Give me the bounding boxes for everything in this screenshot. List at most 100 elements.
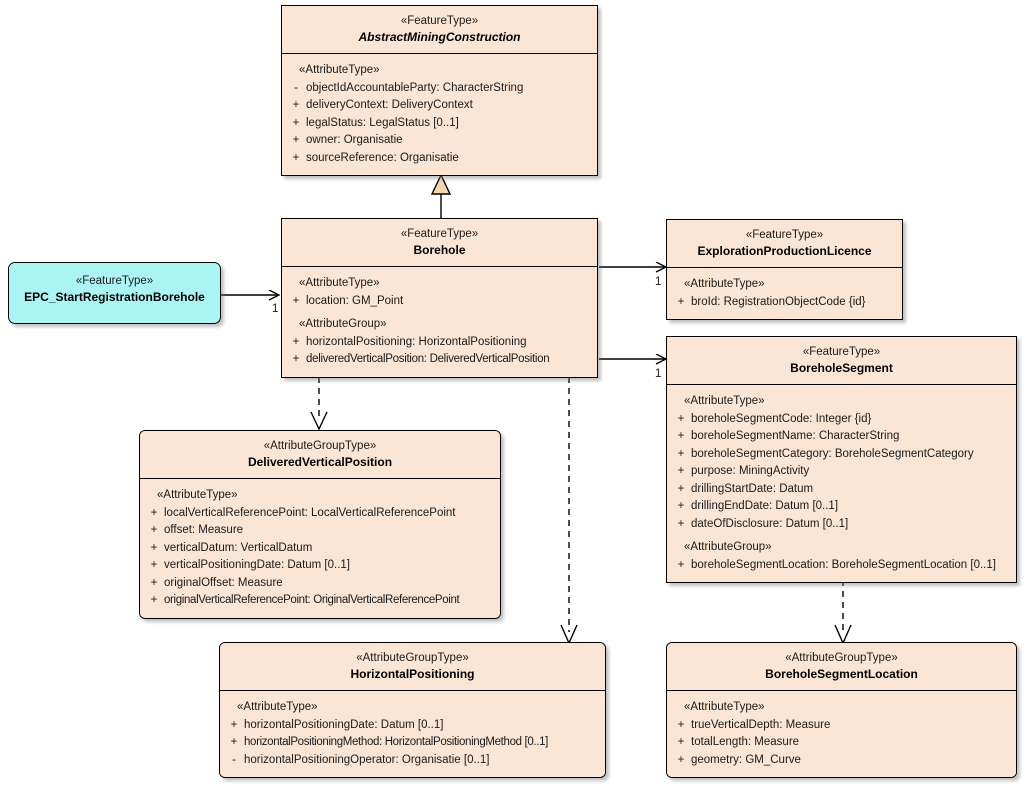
class-body-borehole: «AttributeType» + location: GM_Point «At… — [282, 267, 597, 377]
class-title: HorizontalPositioning — [350, 667, 475, 681]
attribute-row: + horizontalPositioningMethod: Horizonta… — [224, 734, 601, 752]
edge-dependency-borehole-to-deliveredverticalposition — [310, 377, 328, 431]
visibility-marker: + — [677, 430, 685, 442]
multiplicity-borehole-to-licence: 1 — [655, 276, 662, 288]
attribute-label: geometry: GM_Curve — [691, 753, 801, 766]
visibility-marker: + — [292, 294, 300, 307]
attribute-label: broId: RegistrationObjectCode {id} — [691, 295, 866, 308]
edge-dependency-segment-to-segmentlocation — [834, 580, 852, 645]
class-epc-startregistrationborehole[interactable]: «FeatureType» EPC_StartRegistrationBoreh… — [8, 262, 221, 324]
class-header-borehole: «FeatureType» Borehole — [282, 219, 597, 266]
class-body-deliveredverticalposition: «AttributeType» + localVerticalReference… — [140, 479, 500, 618]
visibility-marker: + — [677, 465, 685, 477]
attribute-row: - horizontalPositioningOperator: Organis… — [224, 752, 601, 770]
attribute-row: + localVerticalReferencePoint: LocalVert… — [144, 505, 496, 523]
class-borehole[interactable]: «FeatureType» Borehole «AttributeType» +… — [281, 218, 598, 378]
class-boreholesegmentlocation[interactable]: «AttributeGroupType» BoreholeSegmentLoca… — [666, 642, 1017, 778]
visibility-marker: + — [677, 295, 685, 308]
multiplicity-epc-to-borehole: 1 — [272, 303, 279, 315]
attribute-label: totalLength: Measure — [691, 736, 800, 748]
attribute-label: boreholeSegmentLocation: BoreholeSegment… — [691, 558, 996, 571]
attribute-label: boreholeSegmentName: CharacterString — [691, 430, 900, 442]
visibility-marker: + — [677, 718, 685, 731]
attribute-row: + drillingStartDate: Datum — [671, 481, 1012, 499]
class-boreholesegment[interactable]: «FeatureType» BoreholeSegment «Attribute… — [666, 336, 1017, 583]
class-header-explorationproductionlicence: «FeatureType» ExplorationProductionLicen… — [667, 220, 902, 267]
attribute-label: boreholeSegmentCode: Integer {id} — [691, 412, 872, 425]
visibility-marker: + — [677, 517, 685, 530]
class-divider — [667, 384, 1016, 385]
attribute-row: - objectIdAccountableParty: CharacterStr… — [286, 80, 593, 98]
attribute-row: + deliveryContext: DeliveryContext — [286, 97, 593, 115]
visibility-marker: + — [292, 134, 300, 146]
attribute-label: drillingEndDate: Datum [0..1] — [691, 500, 839, 512]
attribute-label: horizontalPositioningDate: Datum [0..1] — [244, 718, 444, 731]
attribute-label: owner: Organisatie — [306, 134, 403, 146]
visibility-marker: - — [294, 81, 298, 94]
visibility-marker: + — [292, 99, 300, 111]
class-stereotype: «FeatureType» — [75, 275, 154, 287]
attribute-row: + boreholeSegmentLocation: BoreholeSegme… — [671, 557, 1012, 575]
attribute-group-label: «AttributeType» — [237, 701, 318, 713]
class-explorationproductionlicence[interactable]: «FeatureType» ExplorationProductionLicen… — [666, 219, 903, 320]
class-horizontalpositioning[interactable]: «AttributeGroupType» HorizontalPositioni… — [219, 642, 606, 778]
attribute-label: drillingStartDate: Datum — [691, 482, 814, 495]
visibility-marker: + — [150, 559, 158, 571]
attribute-row: + boreholeSegmentName: CharacterString — [671, 428, 1012, 446]
attribute-row: + boreholeSegmentCategory: BoreholeSegme… — [671, 446, 1012, 464]
attribute-label: verticalPositioningDate: Datum [0..1] — [164, 559, 351, 571]
attribute-label: horizontalPositioningMethod: HorizontalP… — [244, 736, 548, 748]
attribute-group-label: «AttributeType» — [299, 277, 380, 289]
attribute-row: + boreholeSegmentCode: Integer {id} — [671, 411, 1012, 429]
attribute-label: sourceReference: Organisatie — [306, 151, 459, 164]
attribute-row: + originalOffset: Measure — [144, 575, 496, 593]
class-stereotype: «AttributeGroupType» — [785, 652, 898, 664]
attribute-label: boreholeSegmentCategory: BoreholeSegment… — [691, 447, 974, 460]
attribute-group-label: «AttributeType» — [299, 64, 380, 76]
class-stereotype: «AttributeGroupType» — [263, 440, 377, 452]
class-header-horizontalpositioning: «AttributeGroupType» HorizontalPositioni… — [220, 643, 605, 690]
attribute-row: + totalLength: Measure — [671, 734, 1012, 752]
attribute-label: legalStatus: LegalStatus [0..1] — [306, 116, 459, 129]
attribute-group-label: «AttributeType» — [157, 489, 238, 501]
attribute-row: + originalVerticalReferencePoint: Origin… — [144, 592, 496, 610]
class-deliveredverticalposition[interactable]: «AttributeGroupType» DeliveredVerticalPo… — [139, 430, 501, 619]
visibility-marker: + — [677, 558, 685, 571]
class-title: BoreholeSegment — [790, 361, 893, 375]
visibility-marker: + — [292, 151, 300, 164]
attribute-row: + purpose: MiningActivity — [671, 463, 1012, 481]
attribute-row: + horizontalPositioningDate: Datum [0..1… — [224, 717, 601, 735]
class-divider — [220, 690, 605, 691]
attribute-group-label: «AttributeGroup» — [299, 318, 387, 330]
class-body-boreholesegmentlocation: «AttributeType» + trueVerticalDepth: Mea… — [667, 691, 1016, 777]
class-title: EPC_StartRegistrationBorehole — [24, 290, 205, 304]
attribute-row: + geometry: GM_Curve — [671, 752, 1012, 770]
attribute-row: + deliveredVerticalPosition: DeliveredVe… — [286, 351, 593, 369]
class-stereotype: «FeatureType» — [745, 229, 824, 241]
visibility-marker: + — [292, 353, 300, 365]
visibility-marker: + — [677, 447, 685, 460]
class-title: ExplorationProductionLicence — [697, 244, 872, 258]
edge-generalization-borehole-to-abstractminingconstruction — [430, 173, 452, 218]
class-divider — [667, 690, 1016, 691]
class-body-abstractminingconstruction: «AttributeType» - objectIdAccountablePar… — [282, 54, 597, 175]
class-abstractminingconstruction[interactable]: «FeatureType» AbstractMiningConstruction… — [281, 5, 598, 176]
class-header-boreholesegmentlocation: «AttributeGroupType» BoreholeSegmentLoca… — [667, 643, 1016, 690]
visibility-marker: + — [677, 753, 685, 766]
class-header-abstractminingconstruction: «FeatureType» AbstractMiningConstruction — [282, 6, 597, 53]
visibility-marker: + — [150, 594, 158, 606]
class-divider — [140, 478, 500, 479]
multiplicity-borehole-to-segment: 1 — [655, 368, 662, 380]
visibility-marker: + — [677, 500, 685, 512]
edge-dependency-borehole-to-horizontalpositioning — [560, 377, 578, 645]
attribute-label: deliveryContext: DeliveryContext — [306, 99, 473, 111]
attribute-group-label: «AttributeType» — [684, 395, 765, 407]
attribute-row: + legalStatus: LegalStatus [0..1] — [286, 115, 593, 133]
visibility-marker: + — [150, 506, 158, 519]
class-body-boreholesegment: «AttributeType» + boreholeSegmentCode: I… — [667, 385, 1016, 582]
class-stereotype: «FeatureType» — [802, 346, 881, 358]
attribute-row: + owner: Organisatie — [286, 132, 593, 150]
class-title: BoreholeSegmentLocation — [765, 667, 918, 681]
attribute-label: verticalDatum: VerticalDatum — [164, 541, 313, 554]
attribute-row: + dateOfDisclosure: Datum [0..1] — [671, 516, 1012, 534]
